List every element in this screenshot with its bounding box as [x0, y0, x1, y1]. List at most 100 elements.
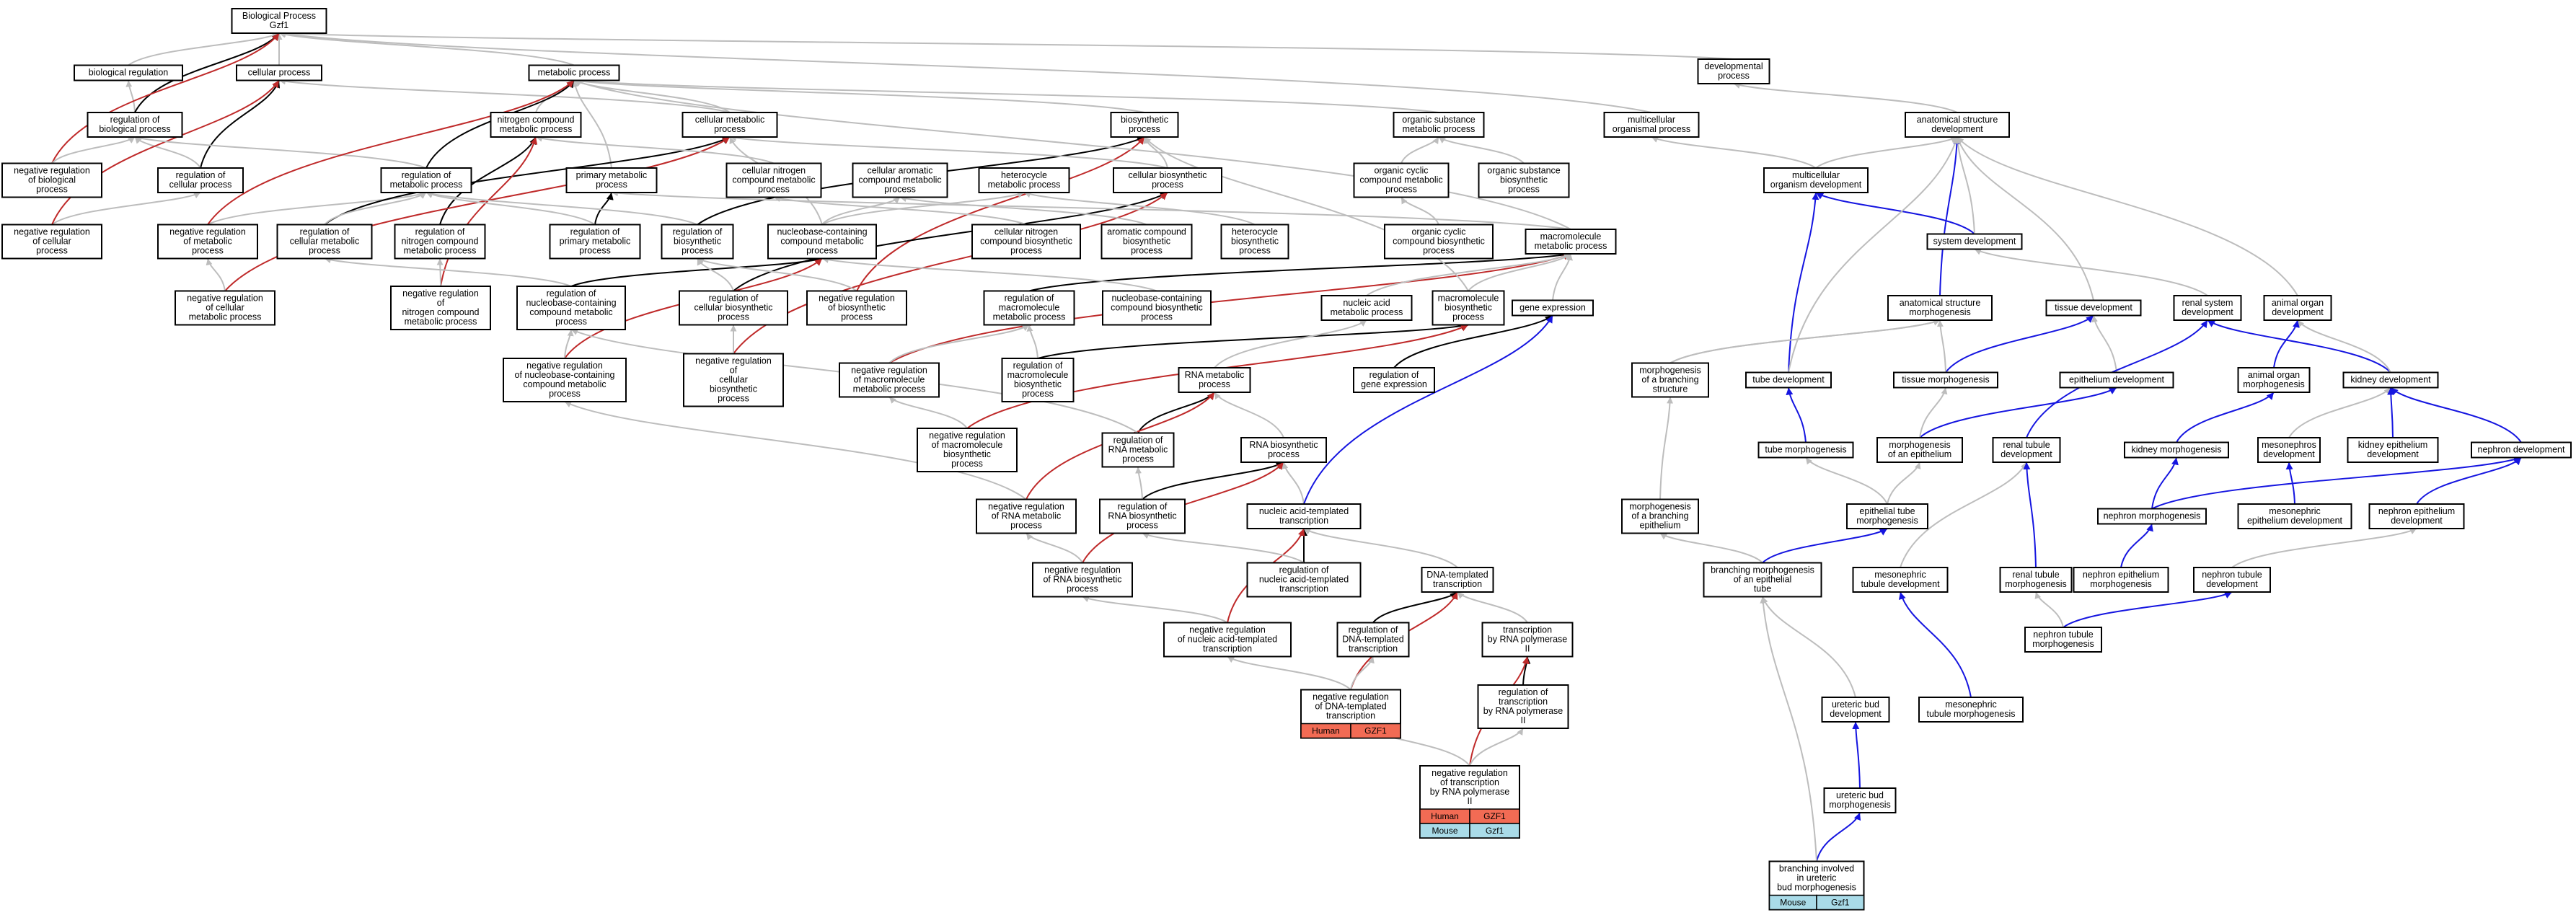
- go-term-node[interactable]: metabolic process: [528, 64, 620, 81]
- go-term-node[interactable]: biological regulation: [74, 64, 183, 81]
- go-term-node[interactable]: tube development: [1745, 371, 1832, 389]
- go-term-node[interactable]: epithelium development: [2059, 371, 2174, 389]
- go-term-node[interactable]: gene expression: [1512, 299, 1594, 317]
- go-term-node[interactable]: regulation ofmacromoleculebiosyntheticpr…: [1001, 358, 1075, 402]
- go-term-node[interactable]: system development: [1926, 233, 2023, 250]
- go-term-node[interactable]: nephron development: [2471, 441, 2572, 459]
- go-term-node[interactable]: tissue morphogenesis: [1893, 371, 1998, 389]
- go-term-node[interactable]: regulation ofnucleobase-containingcompou…: [516, 286, 626, 330]
- go-term-node[interactable]: tissue development: [2045, 299, 2142, 317]
- go-term-node[interactable]: nephron morphogenesis: [2097, 508, 2207, 525]
- node-label-line: organic cyclic: [1411, 227, 1465, 237]
- go-term-node[interactable]: kidney morphogenesis: [2124, 441, 2229, 459]
- go-term-node[interactable]: kidney development: [2342, 371, 2439, 389]
- go-term-node[interactable]: tube morphogenesis: [1757, 441, 1854, 459]
- go-term-node[interactable]: cellular process: [236, 64, 322, 81]
- go-term-node[interactable]: negative regulationofcellularbiosyntheti…: [683, 353, 784, 407]
